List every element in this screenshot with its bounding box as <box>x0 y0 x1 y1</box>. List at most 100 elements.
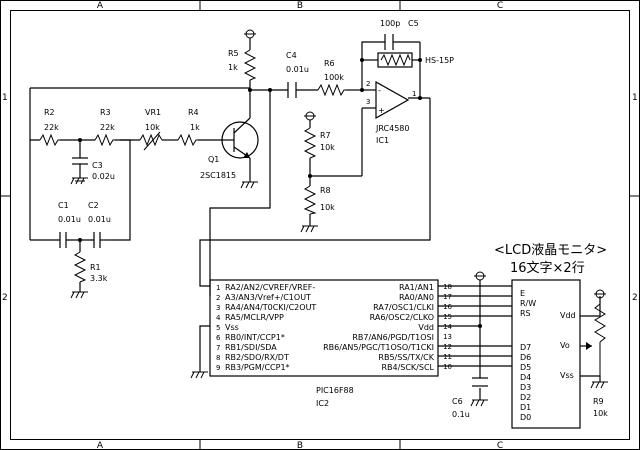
pic-pin-name: Vss <box>225 323 239 332</box>
col-label-c-bottom: C <box>497 441 503 450</box>
potentiometer-r9 <box>594 303 606 343</box>
pic-pin-number: 8 <box>216 354 220 362</box>
variable-resistor-vr1 <box>139 133 163 147</box>
resistor-r7 <box>303 127 317 159</box>
r8-value: 10k <box>320 203 335 212</box>
pic-right-pins: 18RA1/AN117RA0/AN016RA7/OSC1/CLKI15RA6/O… <box>323 283 452 372</box>
pic-pin-name: RA1/AN1 <box>399 283 434 292</box>
opamp-pin-out: 1 <box>412 90 416 98</box>
pic16f88-chip <box>209 279 439 377</box>
pic-pin-number: 1 <box>216 284 220 292</box>
pic-pin-number: 13 <box>443 333 452 341</box>
vcc-symbol-r9 <box>594 289 606 299</box>
c3-value: 0.02u <box>92 172 115 181</box>
lcd-pin-label: D0 <box>520 413 531 422</box>
lcd-pin-label: D2 <box>520 393 531 402</box>
capacitor-c3 <box>72 157 88 165</box>
col-label-a-top: A <box>97 1 104 11</box>
col-label-b-bottom: B <box>297 441 303 450</box>
r7-value: 10k <box>320 143 335 152</box>
pic-pin-number: 3 <box>216 304 220 312</box>
pic-pin-number: 9 <box>216 364 220 372</box>
pic-pin-number: 12 <box>443 343 452 351</box>
pic-pin-number: 16 <box>443 303 452 311</box>
pic-pin-number: 11 <box>443 353 452 361</box>
vcc-symbol-r5 <box>244 29 256 39</box>
pic-pin-name: RB1/SDI/SDA <box>225 343 277 352</box>
pic-pin-name: RB7/AN6/PGD/T1OSI <box>352 333 434 342</box>
pic-pin-name: RB5/SS/TX/CK <box>378 353 434 362</box>
lcd-title: <LCD液晶モニタ> <box>494 243 607 258</box>
ground-symbol-r9 <box>590 381 608 389</box>
row-label-1-left: 1 <box>2 93 8 103</box>
pic-pin-name: RA2/AN2/CVREF/VREF- <box>225 283 315 292</box>
resistor-r5 <box>243 49 257 81</box>
c5-value: 100p <box>380 19 400 28</box>
r5-ref: R5 <box>228 49 239 58</box>
r4-ref: R4 <box>188 108 199 117</box>
capacitor-c2 <box>93 232 110 248</box>
lcd-pin-label: R/W <box>520 299 536 308</box>
capacitor-c5 <box>384 34 394 50</box>
r9-ref: R9 <box>593 397 604 406</box>
capacitor-c1 <box>59 232 94 248</box>
pic-pin-number: 7 <box>216 344 220 352</box>
c3-ref: C3 <box>92 161 103 170</box>
lcd-vss: Vss <box>560 371 574 380</box>
ic1-ref: IC1 <box>376 136 389 145</box>
pic-pin-name: RA4/AN4/T0CKI/C2OUT <box>225 303 316 312</box>
r8-ref: R8 <box>320 186 331 195</box>
pic-ref: IC2 <box>316 399 329 408</box>
lcd-pin-label: RS <box>520 309 531 318</box>
ground-symbol-q1 <box>240 181 258 189</box>
r2-ref: R2 <box>44 108 55 117</box>
lcd-pin-label: D4 <box>520 373 531 382</box>
opamp-minus: - <box>378 86 381 95</box>
lcd-pin-label: D6 <box>520 353 531 362</box>
pic-pin-number: 10 <box>443 363 452 371</box>
vcc-symbol-r7 <box>304 111 316 121</box>
lcd-pin-label: D7 <box>520 343 531 352</box>
ground-symbol-pic <box>190 371 208 379</box>
humidity-sensor-hs15p <box>377 52 413 68</box>
ic1-value: JRC4580 <box>375 124 409 133</box>
opamp-plus: + <box>378 106 385 115</box>
r3-value: 22k <box>100 123 115 132</box>
r6-value: 100k <box>324 73 344 82</box>
r2-value: 22k <box>44 123 59 132</box>
lcd-pin-label: D1 <box>520 403 531 412</box>
pic-pin-number: 6 <box>216 334 221 342</box>
pic-pin-number: 17 <box>443 293 452 301</box>
pic-pin-number: 4 <box>216 314 221 322</box>
resistor-r2 <box>39 133 60 147</box>
r9-value: 10k <box>593 409 608 418</box>
capacitor-c4 <box>287 82 297 98</box>
pic-pin-name: Vdd <box>418 323 434 332</box>
c6-ref: C6 <box>452 397 463 406</box>
lcd-pin-label: D5 <box>520 363 531 372</box>
col-label-a-bottom: A <box>97 441 104 450</box>
r1-value: 3.3k <box>90 274 108 283</box>
ground-symbol-c6 <box>470 399 488 407</box>
c4-value: 0.01u <box>286 65 309 74</box>
ground-symbol-r8 <box>300 225 318 233</box>
vcc-symbol-c6 <box>474 271 486 281</box>
r5-value: 1k <box>228 63 238 72</box>
pic-pin-number: 14 <box>443 323 452 331</box>
opamp-ic1 <box>362 80 410 120</box>
vr1-ref: VR1 <box>145 108 161 117</box>
resistor-r1 <box>73 251 87 283</box>
pic-pin-name: RA7/OSC1/CLKI <box>373 303 434 312</box>
r6-ref: R6 <box>324 59 335 68</box>
pic-pin-number: 15 <box>443 313 452 321</box>
c4-ref: C4 <box>286 51 297 60</box>
pic-pin-name: RB3/PGM/CCP1* <box>225 363 290 372</box>
lcd-pin-label: E <box>520 289 525 298</box>
pic-name: PIC16F88 <box>316 386 354 395</box>
ground-symbol-r1 <box>70 291 88 299</box>
